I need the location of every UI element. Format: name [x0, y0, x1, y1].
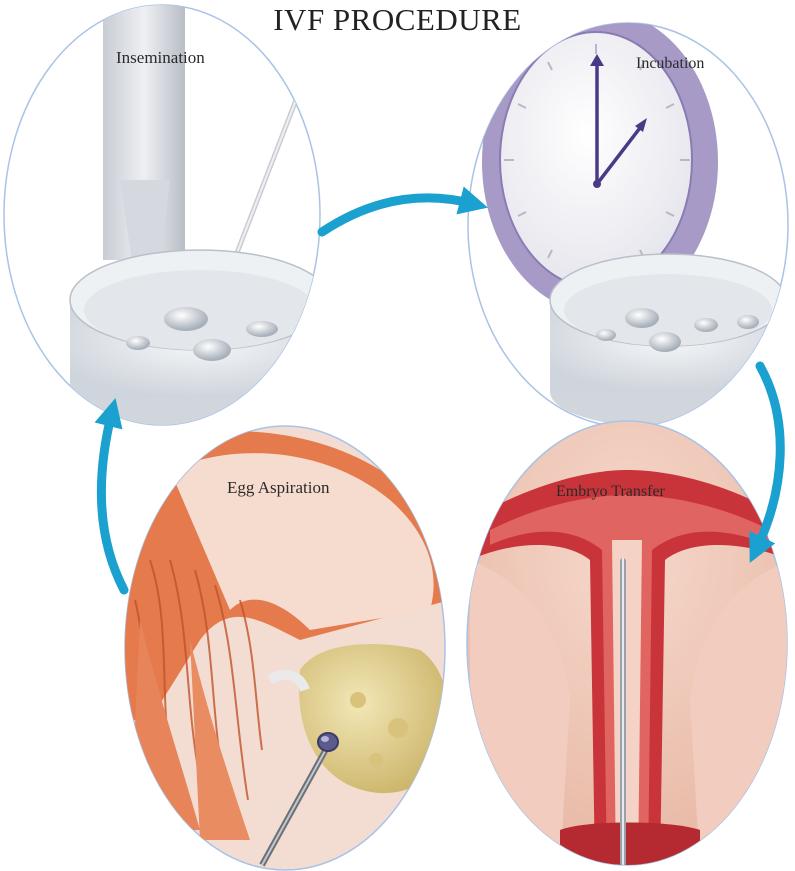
step-label-insemination: Insemination: [116, 48, 205, 68]
petri-dish-incubation-icon: [550, 254, 786, 428]
uterus-illustration: [470, 470, 790, 871]
step-label-embryo-transfer: Embryo Transfer: [556, 483, 665, 501]
arrow-egg-aspiration-to-insemination: [101, 412, 124, 590]
incubation-panel: [468, 10, 788, 428]
page-title: IVF PROCEDURE: [0, 2, 795, 38]
step-label-egg-aspiration: Egg Aspiration: [227, 478, 329, 498]
step-label-incubation: Incubation: [636, 55, 704, 73]
catheter-icon: [620, 558, 626, 871]
arrow-insemination-to-incubation: [322, 198, 474, 232]
